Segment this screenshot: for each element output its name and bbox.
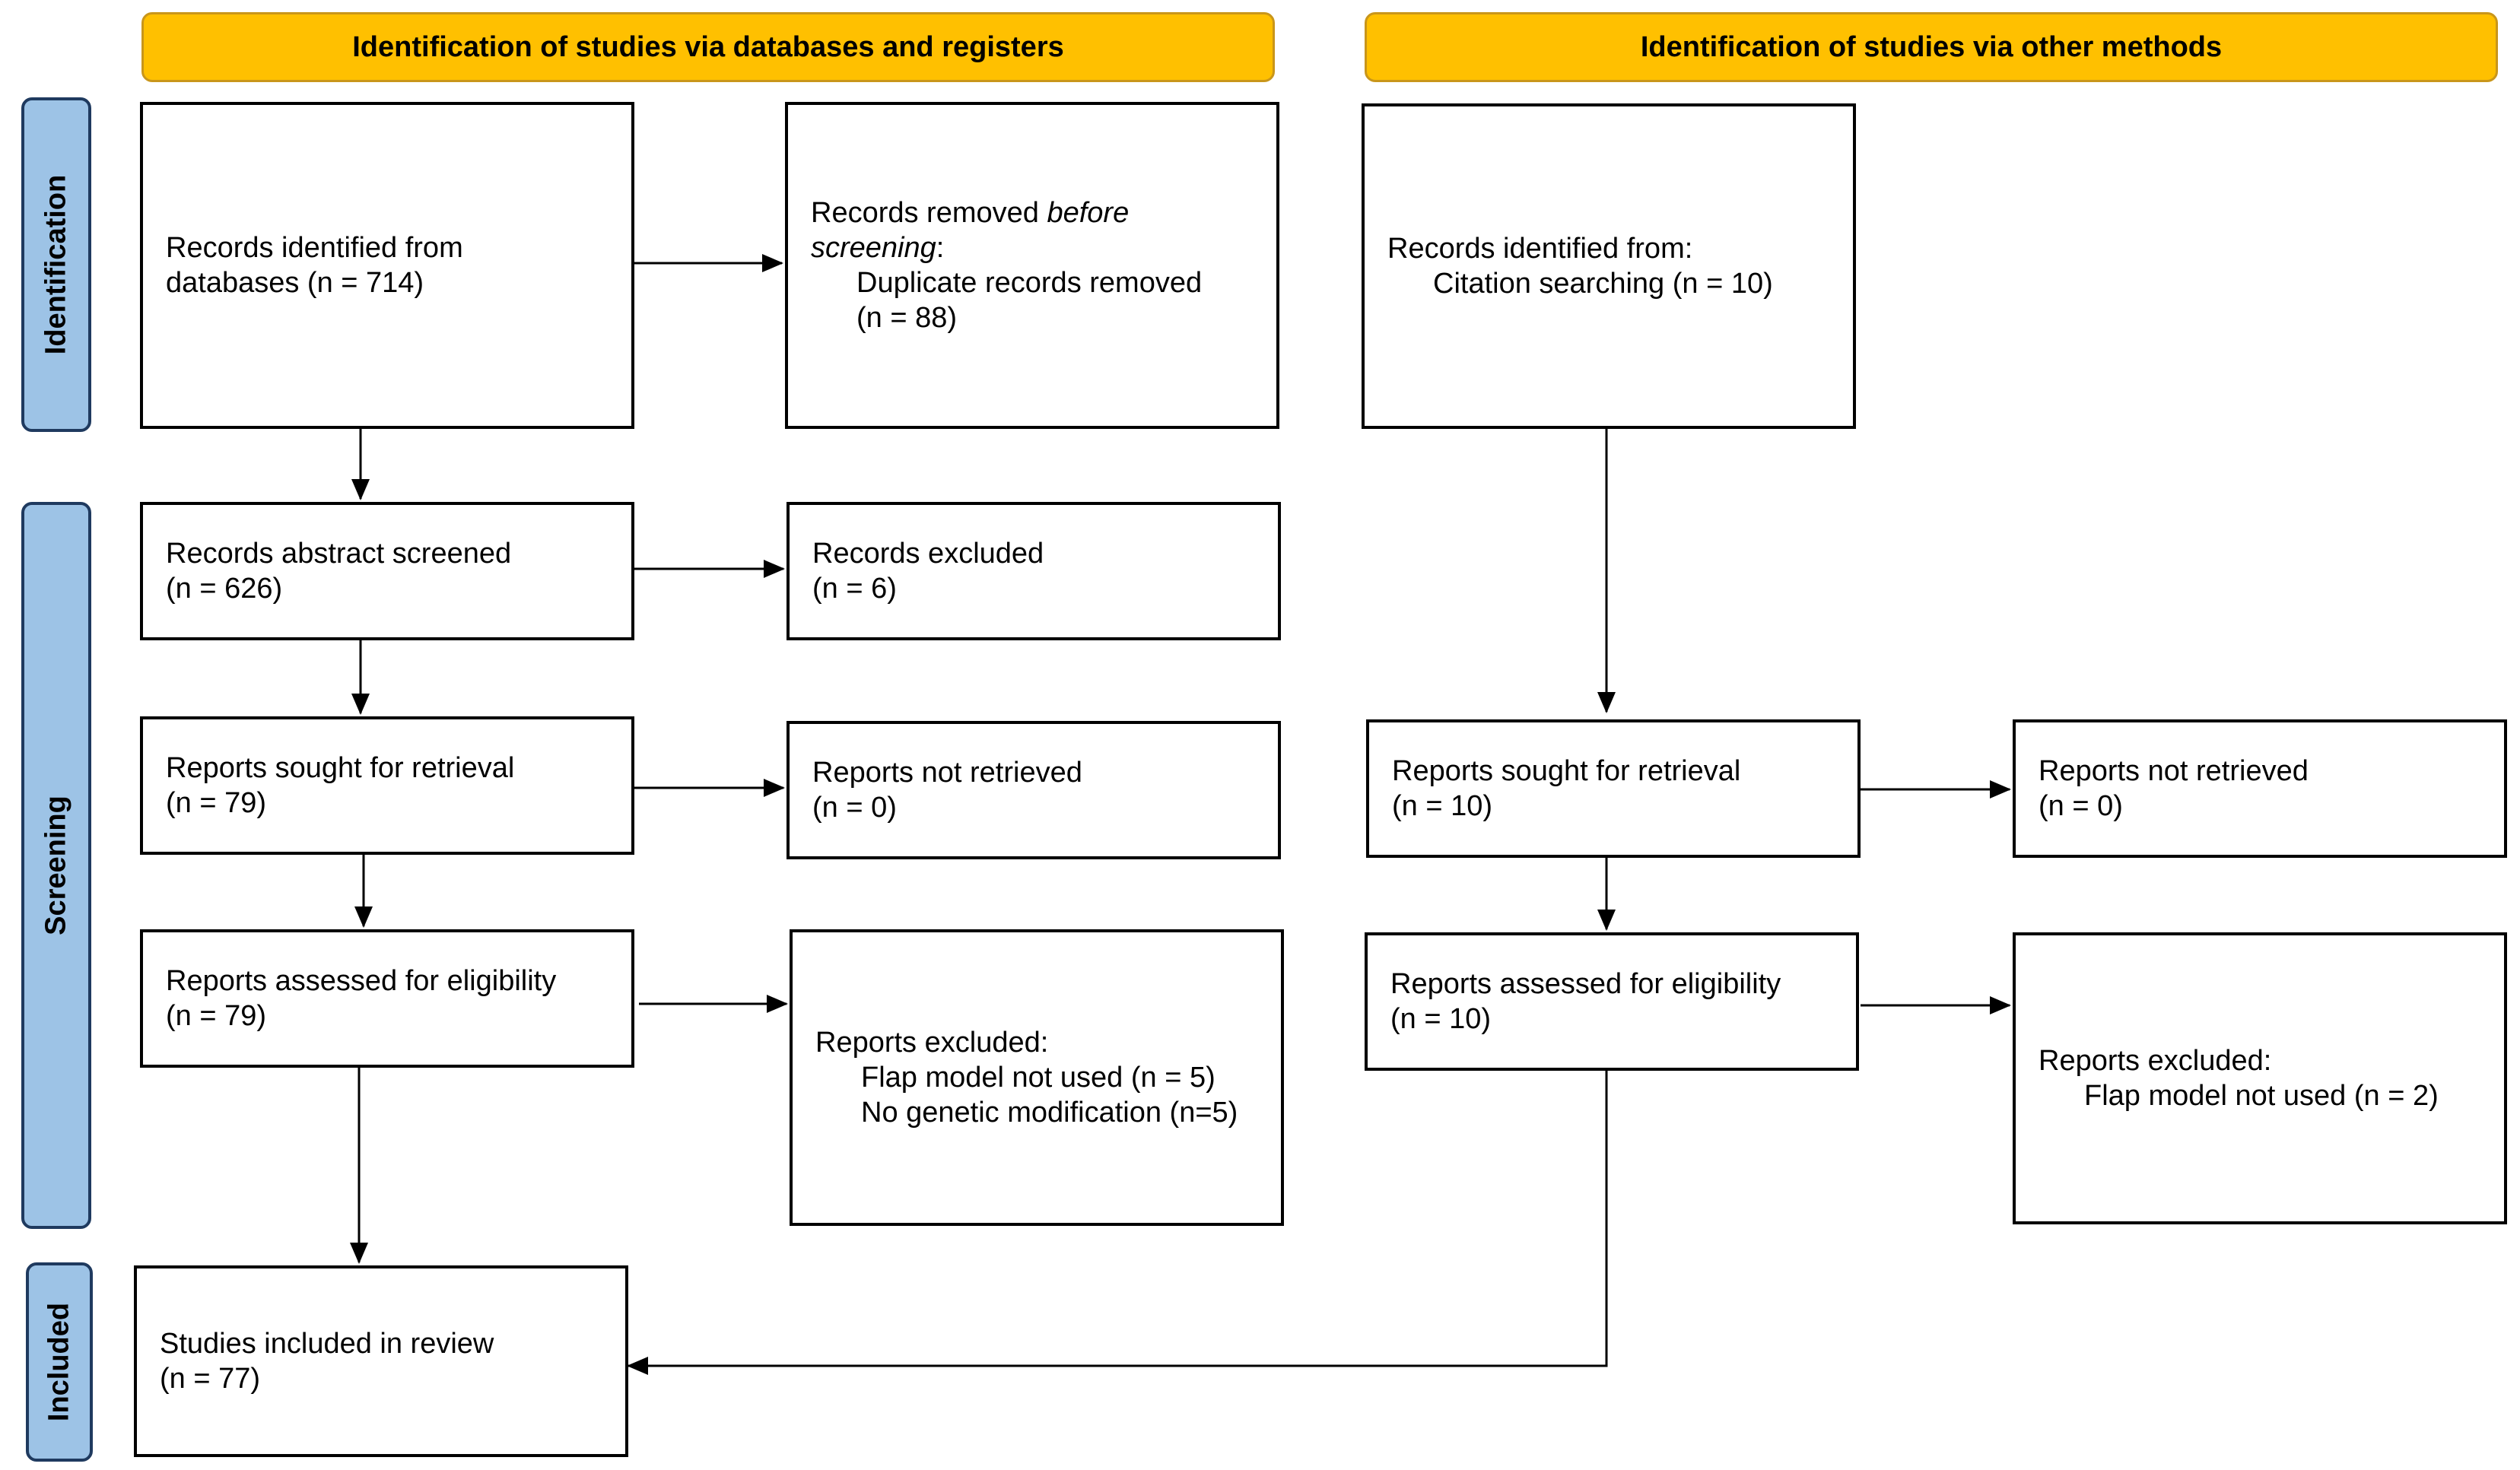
text-line: Reports assessed for eligibility	[1390, 968, 1781, 1000]
reports-not-retrieved-left-box: Reports not retrieved (n = 0)	[787, 721, 1281, 859]
header-databases: Identification of studies via databases …	[141, 12, 1275, 82]
text-line: Records removed before	[811, 195, 1254, 230]
reports-not-retrieved-right-box: Reports not retrieved (n = 0)	[2013, 719, 2507, 858]
text-line: No genetic modification (n=5)	[861, 1097, 1238, 1129]
text-line: (n = 77)	[160, 1363, 261, 1395]
text-line: Reports sought for retrieval	[1392, 755, 1741, 787]
reports-sought-right-box: Reports sought for retrieval (n = 10)	[1366, 719, 1861, 858]
text-line: (n = 0)	[2039, 790, 2123, 822]
text-line: Reports not retrieved	[812, 757, 1082, 789]
reports-excluded-right-box: Reports excluded: Flap model not used (n…	[2013, 932, 2507, 1224]
text-fragment: :	[936, 232, 945, 264]
header-databases-text: Identification of studies via databases …	[352, 30, 1064, 63]
text-line: Citation searching (n = 10)	[1433, 268, 1773, 300]
text-fragment-italic: before	[1047, 197, 1130, 229]
header-other-text: Identification of studies via other meth…	[1640, 30, 2223, 63]
text-fragment-italic: screening	[811, 232, 936, 264]
text-line: Records identified from	[166, 232, 463, 264]
text-line: Flap model not used (n = 2)	[2084, 1080, 2439, 1112]
records-removed-box: Records removed before screening: Duplic…	[785, 102, 1279, 429]
text-line: Reports excluded:	[815, 1027, 1049, 1059]
phase-identification: Identification	[21, 97, 91, 432]
records-excluded-box: Records excluded (n = 6)	[787, 502, 1281, 640]
text-line: screening:	[811, 230, 1254, 265]
text-line: (n = 10)	[1392, 790, 1493, 822]
text-line: (n = 79)	[166, 787, 267, 819]
records-identified-databases-box: Records identified from databases (n = 7…	[140, 102, 634, 429]
text-line: (n = 6)	[812, 573, 897, 605]
text-line: (n = 626)	[166, 573, 283, 605]
text-line: Records abstract screened	[166, 538, 512, 570]
header-other-methods: Identification of studies via other meth…	[1365, 12, 2498, 82]
text-line: Flap model not used (n = 5)	[861, 1062, 1216, 1094]
text-line: (n = 10)	[1390, 1003, 1492, 1035]
text-line: Reports sought for retrieval	[166, 752, 515, 784]
reports-sought-left-box: Reports sought for retrieval (n = 79)	[140, 716, 634, 855]
text-line: Studies included in review	[160, 1328, 494, 1360]
records-abstract-screened-box: Records abstract screened (n = 626)	[140, 502, 634, 640]
text-fragment: Records removed	[811, 197, 1047, 229]
text-line: Records identified from:	[1387, 233, 1693, 265]
records-identified-other-box: Records identified from: Citation search…	[1362, 103, 1856, 429]
text-line: Reports excluded:	[2039, 1045, 2272, 1077]
reports-assessed-left-box: Reports assessed for eligibility (n = 79…	[140, 929, 634, 1068]
text-line: (n = 0)	[812, 792, 897, 824]
arrow-other-assessed-to-included	[627, 1071, 1608, 1375]
text-line: Duplicate records removed	[856, 267, 1203, 299]
phase-screening: Screening	[21, 502, 91, 1229]
text-line: Records excluded	[812, 538, 1044, 570]
text-line: databases (n = 714)	[166, 267, 424, 299]
text-line: (n = 79)	[166, 1000, 267, 1032]
phase-included: Included	[26, 1262, 93, 1462]
studies-included-box: Studies included in review (n = 77)	[134, 1265, 628, 1457]
reports-assessed-right-box: Reports assessed for eligibility (n = 10…	[1365, 932, 1859, 1071]
text-line: Reports assessed for eligibility	[166, 965, 557, 997]
text-line: Reports not retrieved	[2039, 755, 2309, 787]
reports-excluded-left-box: Reports excluded: Flap model not used (n…	[790, 929, 1284, 1226]
text-line: (n = 88)	[856, 302, 958, 334]
